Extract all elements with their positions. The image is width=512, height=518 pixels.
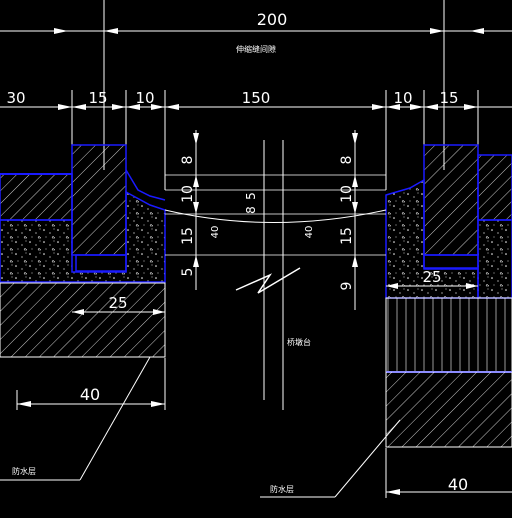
dim-right-v4: 9 [339,282,355,291]
dim-left-v2: 10 [180,185,196,203]
dim-left-v3: 15 [180,227,196,245]
dim-left-wavy: 40 [210,226,221,239]
dim-right-v3: 15 [339,227,355,245]
dim-left-edge: 30 [6,89,25,107]
left-vertical-dims: 8 10 15 5 40 [180,130,221,290]
note-top: 伸缩缝间隙 [236,44,276,54]
dim-left-25: 25 [108,294,127,312]
note-right: 防水层 [270,484,294,494]
right-vertical-dims: 8 10 15 9 40 [304,130,358,310]
dim-left-block: 15 [88,89,107,107]
dim-right-v1: 8 [339,156,355,165]
dim-row: 30 15 10 150 10 15 [0,89,512,190]
dim-right-40: 40 [448,475,468,494]
dim-overall: 200 [0,0,512,170]
dim-right-block: 15 [439,89,458,107]
dim-right-gap: 10 [393,89,412,107]
note-left: 防水层 [12,466,36,476]
dim-overall-label: 200 [257,10,288,29]
joint-center: 5 8 桥墩台 [164,140,387,410]
right-structure [260,144,512,498]
dim-left-v4: 5 [180,268,196,277]
dim-center-v2: 8 [244,206,258,214]
left-structure [0,144,166,481]
dim-left-40: 40 [80,385,100,404]
note-center: 桥墩台 [287,337,311,347]
dim-right-25: 25 [422,268,441,286]
dim-center-gap: 150 [242,89,271,107]
dim-center-v1: 5 [244,192,258,200]
dim-left-gap: 10 [135,89,154,107]
dim-right-v2: 10 [339,185,355,203]
dim-left-v1: 8 [180,156,196,165]
dim-right-wavy: 40 [304,226,315,239]
bottom-dims: 25 25 40 40 [16,268,512,498]
